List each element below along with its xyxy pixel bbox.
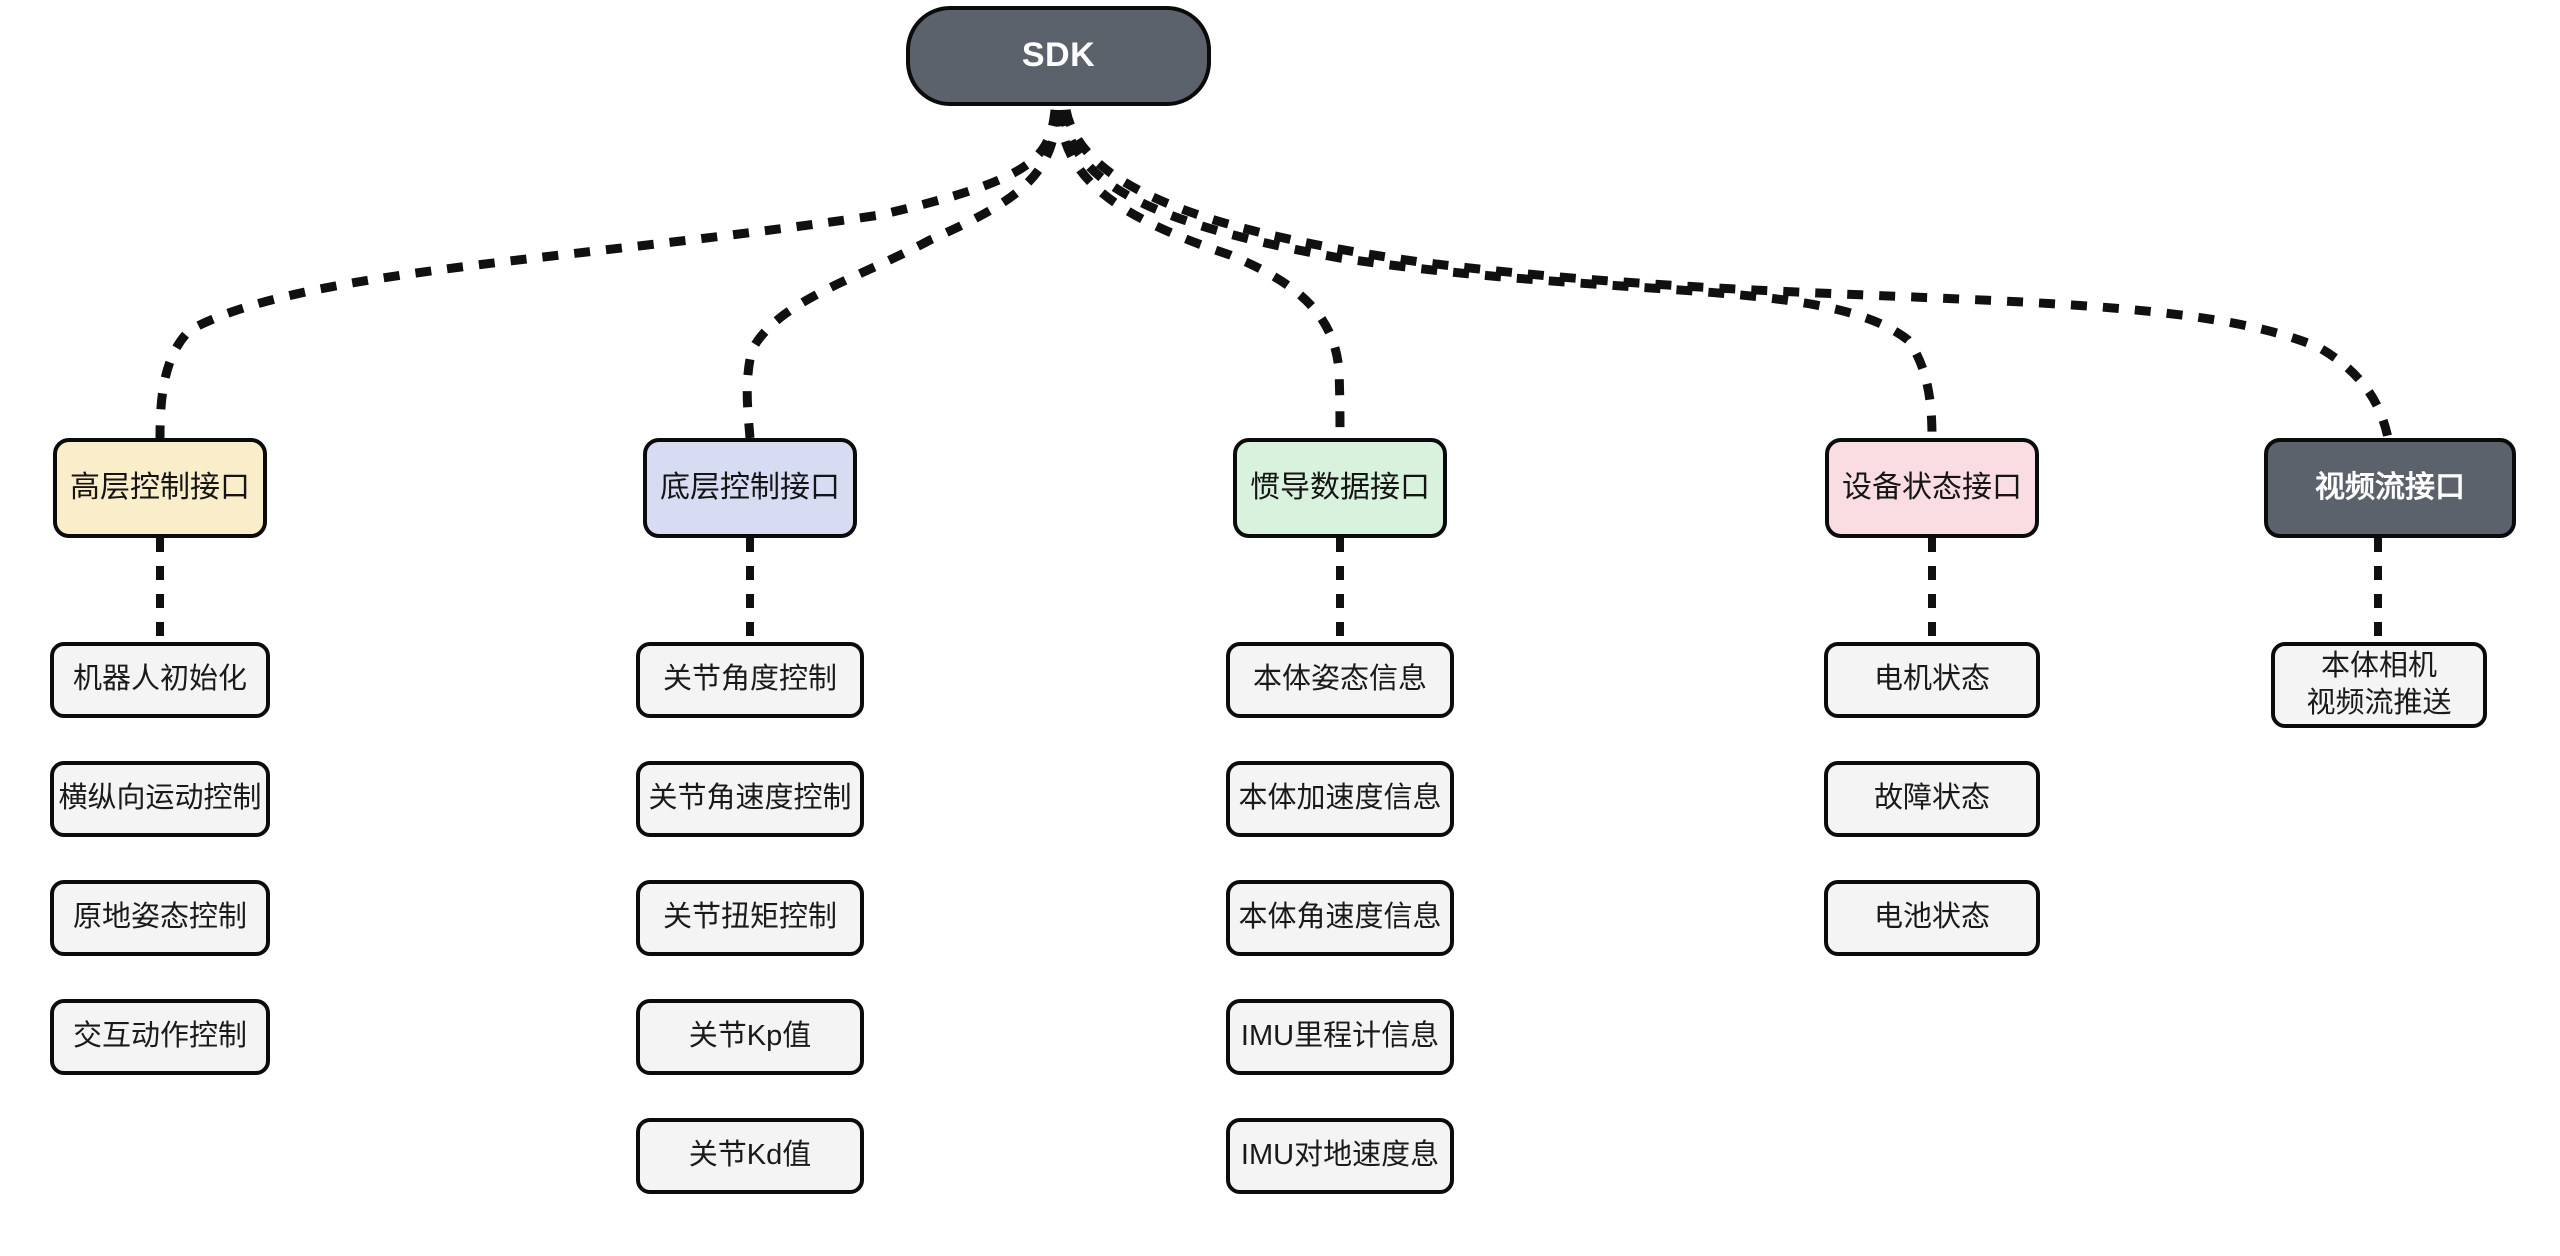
edge-sdk-to-high-level-control <box>155 109 1060 439</box>
edge-sdk-to-video-stream <box>1061 109 2393 439</box>
leaf-motor-status[interactable]: 电机状态 <box>1824 642 2040 718</box>
edge-sdk-to-device-status <box>1058 109 1937 439</box>
node-low-level-control-label: 底层控制接口 <box>660 470 840 504</box>
leaf-label: 本体加速度信息 <box>1238 782 1442 815</box>
leaf-label: IMU对地速度息 <box>1240 1139 1440 1172</box>
leaf-body-angular-velocity-info[interactable]: 本体角速度信息 <box>1226 880 1454 956</box>
node-imu-data[interactable]: 惯导数据接口 <box>1233 438 1447 538</box>
leaf-label: 本体相机 视频流推送 <box>2306 649 2452 719</box>
leaf-imu-ground-velocity-info[interactable]: IMU对地速度息 <box>1226 1118 1454 1194</box>
leaf-interactive-action-control[interactable]: 交互动作控制 <box>50 999 270 1075</box>
leaf-label: 本体角速度信息 <box>1238 901 1442 934</box>
edge-sdk-to-low-level-control <box>742 109 1062 439</box>
leaf-imu-odometry-info[interactable]: IMU里程计信息 <box>1226 999 1454 1075</box>
node-high-level-control-label: 高层控制接口 <box>70 470 250 504</box>
leaf-lateral-longitudinal-motion[interactable]: 横纵向运动控制 <box>50 761 270 837</box>
leaf-joint-kp-value[interactable]: 关节Kp值 <box>636 999 864 1075</box>
leaf-body-posture-info[interactable]: 本体姿态信息 <box>1226 642 1454 718</box>
leaf-label: 关节扭矩控制 <box>662 901 837 934</box>
leaf-fault-status[interactable]: 故障状态 <box>1824 761 2040 837</box>
leaf-label: 横纵向运动控制 <box>58 782 262 815</box>
leaf-joint-kd-value[interactable]: 关节Kd值 <box>636 1118 864 1194</box>
node-sdk[interactable]: SDK <box>906 6 1211 106</box>
leaf-stationary-posture-control[interactable]: 原地姿态控制 <box>50 880 270 956</box>
node-video-stream[interactable]: 视频流接口 <box>2264 438 2516 538</box>
leaf-label: 原地姿态控制 <box>72 901 247 934</box>
leaf-body-camera-video-stream-push[interactable]: 本体相机 视频流推送 <box>2271 642 2487 728</box>
edge-sdk-to-imu-data <box>1055 109 1345 439</box>
leaf-body-acceleration-info[interactable]: 本体加速度信息 <box>1226 761 1454 837</box>
leaf-joint-torque-control[interactable]: 关节扭矩控制 <box>636 880 864 956</box>
node-device-status[interactable]: 设备状态接口 <box>1825 438 2039 538</box>
leaf-battery-status[interactable]: 电池状态 <box>1824 880 2040 956</box>
leaf-label: 故障状态 <box>1873 782 1990 815</box>
node-high-level-control[interactable]: 高层控制接口 <box>53 438 267 538</box>
leaf-label: 交互动作控制 <box>72 1020 247 1053</box>
leaf-robot-init[interactable]: 机器人初始化 <box>50 642 270 718</box>
leaf-label: 机器人初始化 <box>72 663 247 696</box>
leaf-label: 关节角度控制 <box>662 663 837 696</box>
leaf-joint-angle-control[interactable]: 关节角度控制 <box>636 642 864 718</box>
node-video-stream-label: 视频流接口 <box>2315 470 2465 504</box>
leaf-label: 关节Kp值 <box>688 1020 812 1053</box>
leaf-label: 关节Kd值 <box>688 1139 812 1172</box>
node-low-level-control[interactable]: 底层控制接口 <box>643 438 857 538</box>
leaf-label: 电池状态 <box>1873 901 1990 934</box>
leaf-label: 电机状态 <box>1873 663 1990 696</box>
leaf-label: IMU里程计信息 <box>1240 1020 1440 1053</box>
node-device-status-label: 设备状态接口 <box>1842 470 2022 504</box>
leaf-label: 关节角速度控制 <box>648 782 852 815</box>
node-sdk-label: SDK <box>1021 36 1096 75</box>
node-imu-data-label: 惯导数据接口 <box>1250 470 1430 504</box>
leaf-label: 本体姿态信息 <box>1252 663 1427 696</box>
leaf-joint-angular-velocity-control[interactable]: 关节角速度控制 <box>636 761 864 837</box>
